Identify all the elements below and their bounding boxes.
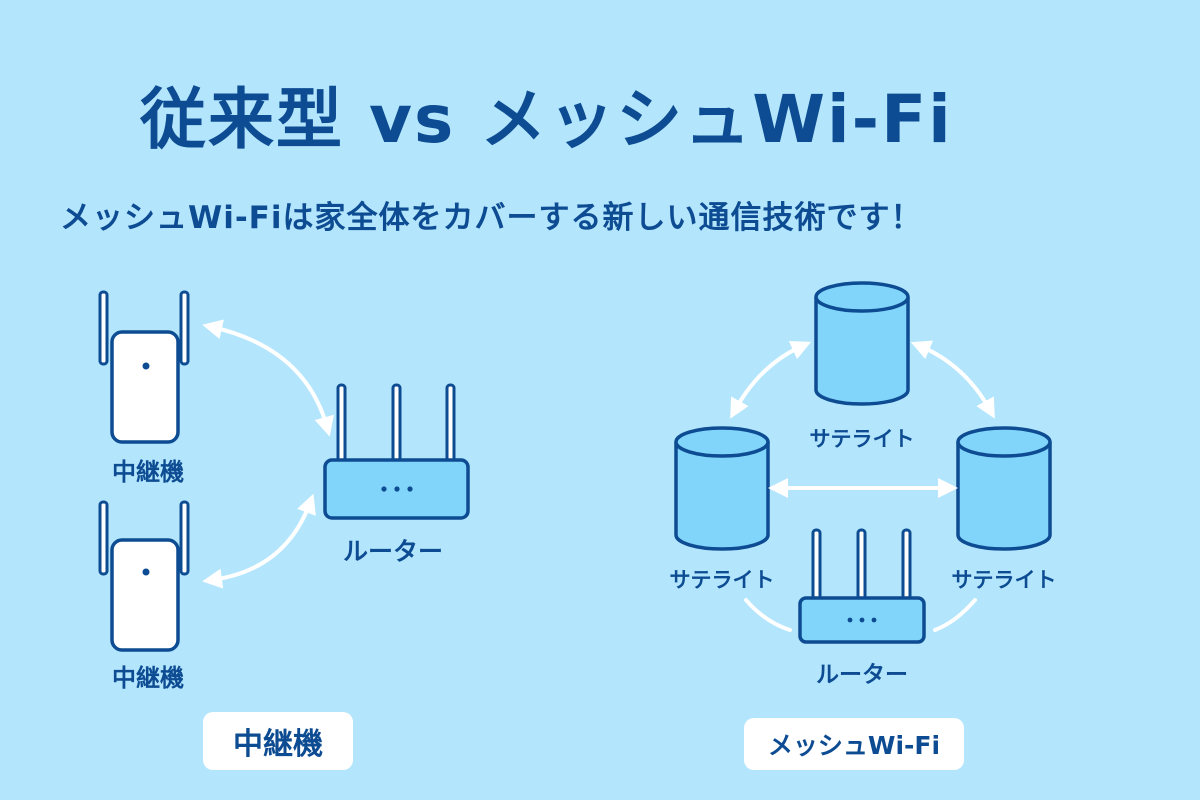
router-right: ルーター	[798, 528, 926, 688]
arrow-satellite-top-right	[910, 340, 995, 419]
satellite-right-icon	[956, 426, 1052, 551]
repeater-bottom-icon	[98, 500, 190, 652]
arrow-repeater-top-router	[202, 319, 334, 437]
repeater-top-label: 中継機	[112, 458, 184, 486]
repeater-bottom-label: 中継機	[112, 664, 184, 692]
router-left-label: ルーター	[343, 537, 443, 566]
page-subtitle: メッシュWi-Fiは家全体をカバーする新しい通信技術です！	[60, 200, 923, 236]
caption-repeater: 中継機	[203, 712, 353, 770]
satellite-top: サテライト	[810, 281, 915, 451]
page-title: 従来型 vs メッシュWi-Fi	[140, 81, 953, 158]
satellite-top-label: サテライト	[810, 427, 915, 451]
router-left: ルーター	[323, 383, 470, 566]
arrow-repeater-bottom-router	[202, 493, 316, 589]
satellite-left: サテライト	[670, 426, 775, 592]
router-right-label: ルーター	[816, 662, 908, 688]
router-right-icon	[798, 528, 926, 644]
satellite-right: サテライト	[952, 426, 1057, 592]
router-left-icon	[323, 383, 470, 520]
repeater-top-icon	[98, 290, 190, 444]
repeater-bottom: 中継機	[98, 500, 190, 692]
arrow-satellite-left-top	[730, 341, 812, 419]
repeater-top: 中継機	[98, 290, 190, 486]
satellite-right-label: サテライト	[952, 568, 1057, 592]
satellite-left-label: サテライト	[670, 568, 775, 592]
satellite-top-icon	[814, 281, 910, 406]
link-satellite-right-router	[933, 598, 977, 632]
satellite-left-icon	[674, 426, 770, 551]
link-satellite-left-router	[744, 598, 792, 632]
caption-mesh-wifi: メッシュWi-Fi	[744, 718, 964, 770]
